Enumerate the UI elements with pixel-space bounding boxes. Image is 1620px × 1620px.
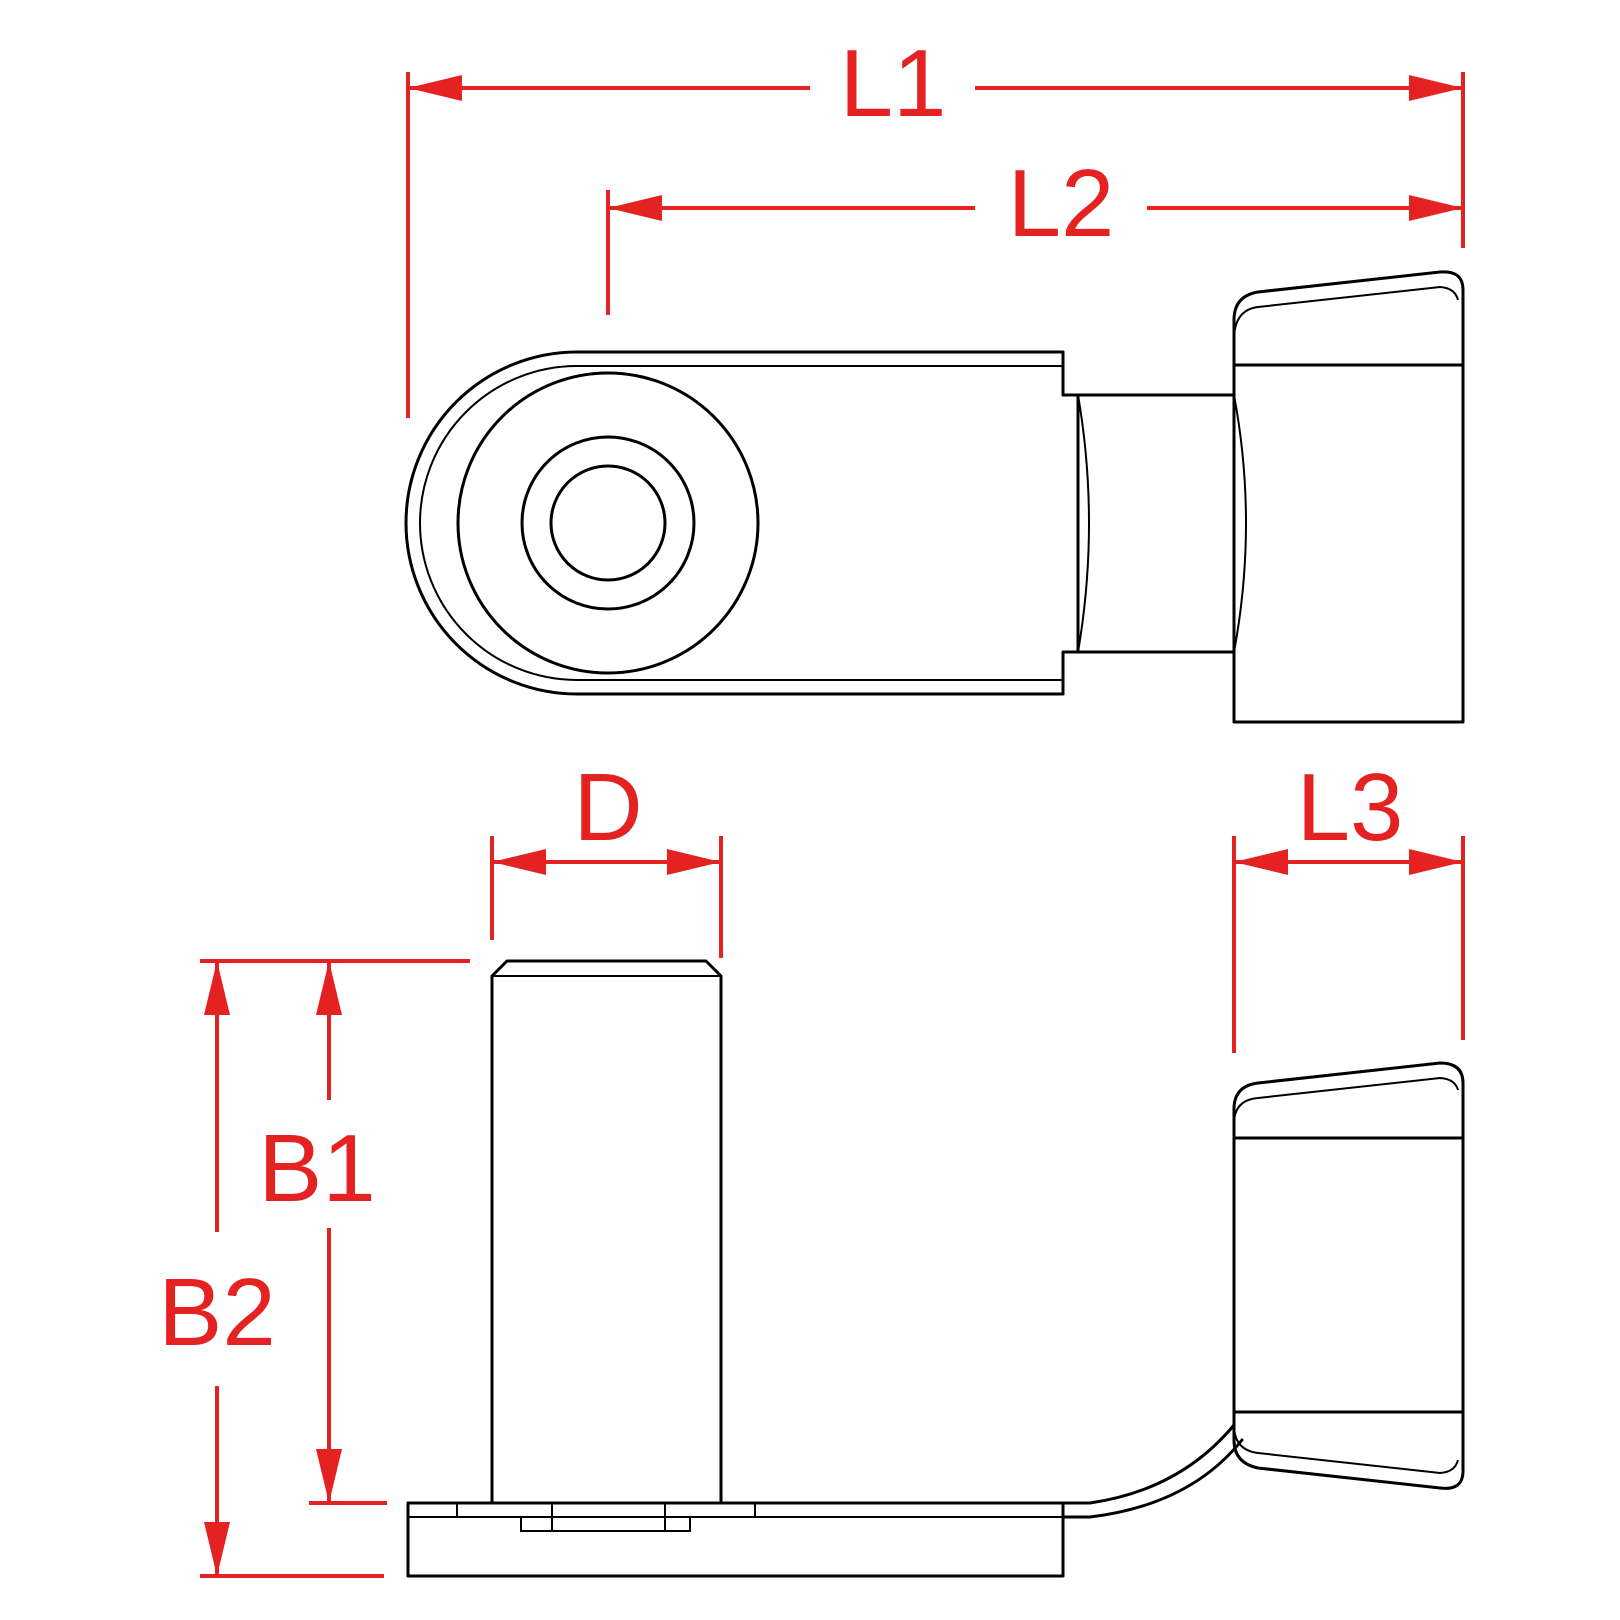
side-view-washer: [456, 1503, 756, 1532]
side-view-bent-arm: [1061, 1423, 1244, 1519]
dimension-label-b1: B1: [258, 1115, 375, 1222]
dimension-l3: L3: [1232, 754, 1465, 1053]
top-view-plate-inner: [419, 365, 1063, 681]
dimension-label-l2: L2: [1008, 150, 1115, 257]
top-view-neck: [1076, 393, 1236, 654]
side-view-handle: [1232, 1061, 1465, 1490]
top-view-handle-inner: [1233, 285, 1459, 341]
top-view: [404, 270, 1465, 724]
side-view-pin: [490, 959, 723, 1505]
dimension-l2: L2: [606, 150, 1463, 315]
dimension-label-b2: B2: [158, 1259, 275, 1366]
top-view-plate-outer: [404, 350, 1080, 696]
side-view-handle-inner-top: [1233, 1076, 1459, 1125]
dimension-label-l3: L3: [1297, 754, 1404, 861]
dimension-label-d: D: [573, 754, 642, 861]
top-view-pin-inner: [549, 464, 667, 582]
side-view: [406, 959, 1465, 1578]
top-view-pin-outer: [520, 435, 696, 611]
top-view-neck-curve-left: [1077, 394, 1090, 653]
side-view-handle-inner-bottom: [1233, 1424, 1459, 1475]
top-view-handle: [1232, 270, 1465, 724]
top-view-neck-curve-right: [1233, 394, 1247, 653]
side-view-base-plate: [406, 1501, 1065, 1578]
dimension-l1: L1: [406, 30, 1465, 418]
dimension-label-l1: L1: [840, 30, 947, 137]
dimension-b1: B1: [200, 959, 470, 1505]
dimension-d: D: [490, 754, 723, 958]
top-view-boss-outer: [456, 371, 760, 675]
dimension-b2: B2: [158, 961, 384, 1578]
